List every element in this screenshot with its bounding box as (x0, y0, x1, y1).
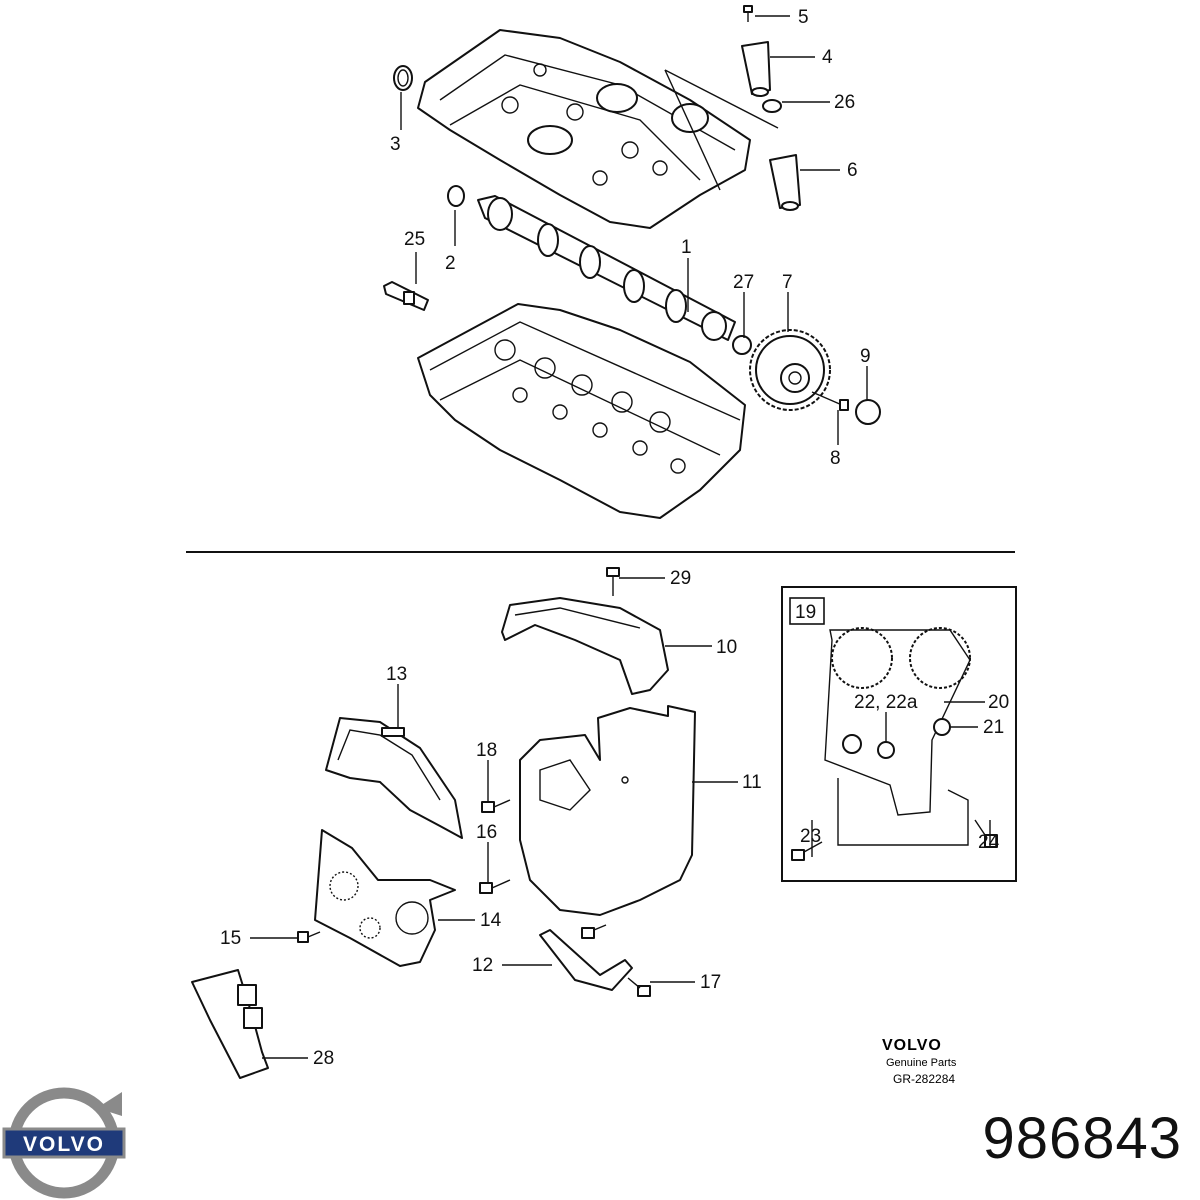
camshaft-1 (477, 195, 736, 341)
callout-11: 11 (742, 772, 762, 793)
lower-cover-14 (314, 829, 456, 967)
callout-8: 8 (830, 448, 841, 469)
callout-9: 9 (860, 346, 871, 367)
guide-28 (191, 969, 269, 1079)
bolt-25 (383, 281, 429, 311)
seal-2 (447, 185, 465, 207)
logo-text: VOLVO (23, 1133, 105, 1156)
callout-27: 27 (733, 272, 754, 293)
solenoid-4 (741, 41, 771, 97)
valve-cover (417, 29, 751, 229)
seal-27 (732, 335, 752, 355)
screw-5 (743, 5, 753, 22)
callout-13: 13 (386, 664, 407, 685)
part-number: 986843 (982, 1106, 1182, 1171)
callout-4: 4 (822, 47, 833, 68)
cylinder-head (417, 303, 746, 519)
belt-inset (781, 586, 1017, 882)
bolt-unlabeled (581, 924, 607, 939)
callout-19: 19 (795, 602, 816, 623)
callout-23: 23 (800, 826, 821, 847)
footer-ref: GR-282284 (893, 1072, 955, 1086)
callout-7: 7 (782, 272, 793, 293)
o-ring-26 (762, 99, 782, 113)
callout-6: 6 (847, 160, 858, 181)
callout-17: 17 (700, 972, 721, 993)
bolt-16 (479, 879, 511, 894)
callout-5: 5 (798, 7, 809, 28)
footer-subtitle: Genuine Parts (886, 1057, 957, 1069)
callout-15: 15 (220, 928, 241, 949)
callout-14: 14 (480, 910, 502, 931)
leader-lines (250, 15, 991, 1059)
seal-ring-3 (393, 65, 413, 91)
solenoid-6 (769, 154, 801, 211)
bolt-17 (627, 977, 651, 997)
logo-arrow-icon (97, 1092, 122, 1116)
sector-12 (539, 929, 633, 991)
footer-brand: VOLVO (882, 1037, 942, 1054)
callout-10: 10 (716, 637, 737, 658)
callout-20: 20 (988, 692, 1009, 713)
bolt-8 (811, 391, 849, 411)
callout-12: 12 (472, 955, 493, 976)
cover-13 (325, 717, 463, 839)
bolt-18 (481, 799, 511, 813)
callout-28: 28 (313, 1048, 334, 1069)
callout-16: 16 (476, 822, 497, 843)
callout-2: 2 (445, 253, 456, 274)
callout-26: 26 (834, 92, 855, 113)
cam-gear-7 (749, 329, 831, 411)
bolt-15 (297, 931, 321, 943)
callout-24: 24 (978, 832, 1000, 853)
main-cover-11 (519, 705, 696, 916)
callout-25: 25 (404, 229, 425, 250)
callout-18: 18 (476, 740, 497, 761)
callout-22-22a: 22, 22a (854, 692, 918, 713)
callout-3: 3 (390, 134, 401, 155)
cap-9 (855, 399, 881, 425)
callout-1: 1 (681, 237, 692, 258)
callout-21: 21 (983, 717, 1004, 738)
bolt-29 (606, 567, 620, 596)
volvo-logo: VOLVO (2, 1087, 126, 1199)
upper-cover-10 (501, 597, 669, 695)
callout-29: 29 (670, 568, 691, 589)
